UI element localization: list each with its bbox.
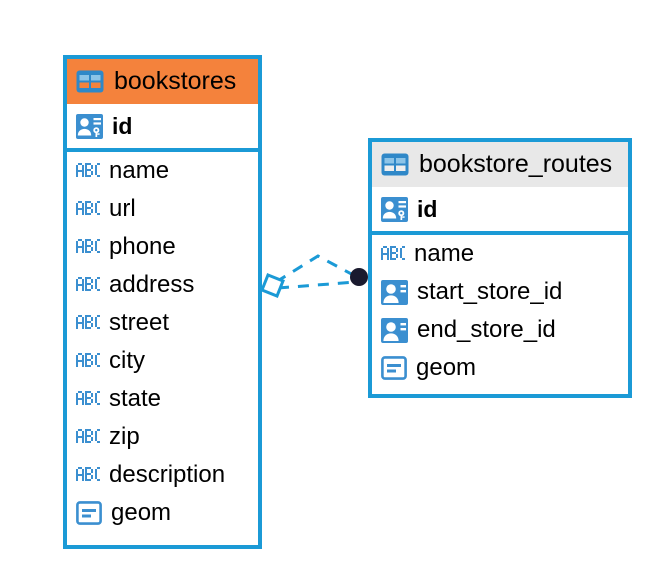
field-row-state[interactable]: state (67, 380, 258, 418)
text-abc-icon (381, 246, 405, 260)
field-row-end-store-id[interactable]: end_store_id (372, 311, 628, 349)
field-row-name[interactable]: name (372, 235, 628, 273)
key-separator (67, 148, 258, 152)
field-row-description[interactable]: description (67, 456, 258, 494)
field-list-bookstores: name url (67, 152, 258, 532)
primary-key-icon (76, 113, 103, 139)
field-list-bookstore-routes: name start_store_id (372, 235, 628, 387)
text-abc-icon (76, 353, 100, 367)
field-label: address (109, 271, 195, 298)
text-abc-icon (76, 429, 100, 443)
relationship-line-upper (275, 254, 358, 284)
text-abc-icon (76, 277, 100, 291)
field-label: geom (111, 499, 172, 526)
geometry-icon (381, 356, 407, 380)
field-label: id (112, 112, 133, 139)
field-label: description (109, 461, 226, 488)
field-label: name (414, 240, 475, 267)
field-row-geom[interactable]: geom (67, 494, 258, 532)
text-abc-icon (76, 239, 100, 253)
field-row-start-store-id[interactable]: start_store_id (372, 273, 628, 311)
field-row-id[interactable]: id (372, 187, 628, 231)
text-abc-icon (76, 201, 100, 215)
field-label: id (417, 195, 438, 222)
entity-title: bookstore_routes (419, 150, 613, 178)
relationship-line-lower (277, 280, 357, 290)
key-separator (372, 231, 628, 235)
circle-endpoint[interactable] (350, 268, 368, 286)
table-icon (76, 70, 104, 93)
text-abc-icon (76, 315, 100, 329)
field-row-street[interactable]: street (67, 304, 258, 342)
text-abc-icon (76, 391, 100, 405)
text-abc-icon (76, 467, 100, 481)
primary-key-list: id (67, 104, 258, 148)
table-icon (381, 153, 409, 176)
field-label: name (109, 157, 170, 184)
field-row-geom[interactable]: geom (372, 349, 628, 387)
entity-header-bookstore-routes[interactable]: bookstore_routes (372, 142, 628, 187)
primary-key-icon (381, 196, 408, 222)
field-row-name[interactable]: name (67, 152, 258, 190)
geometry-icon (76, 501, 102, 525)
field-label: zip (109, 423, 140, 450)
field-label: state (109, 385, 162, 412)
primary-key-list: id (372, 187, 628, 231)
field-label: phone (109, 233, 176, 260)
field-row-zip[interactable]: zip (67, 418, 258, 456)
field-label: url (109, 195, 136, 222)
foreign-key-icon (381, 279, 408, 305)
field-row-id[interactable]: id (67, 104, 258, 148)
entity-title: bookstores (114, 67, 237, 95)
field-label: street (109, 309, 170, 336)
entity-bookstore-routes[interactable]: bookstore_routes id (368, 138, 632, 398)
text-abc-icon (76, 163, 100, 177)
field-label: end_store_id (417, 316, 556, 343)
field-row-city[interactable]: city (67, 342, 258, 380)
field-row-phone[interactable]: phone (67, 228, 258, 266)
rhombus-endpoint[interactable] (260, 273, 285, 298)
entity-bookstores[interactable]: bookstores id (63, 55, 262, 549)
entity-header-bookstores[interactable]: bookstores (67, 59, 258, 104)
field-row-address[interactable]: address (67, 266, 258, 304)
field-label: city (109, 347, 145, 374)
field-label: geom (416, 354, 477, 381)
field-label: start_store_id (417, 278, 563, 305)
field-row-url[interactable]: url (67, 190, 258, 228)
foreign-key-icon (381, 317, 408, 343)
